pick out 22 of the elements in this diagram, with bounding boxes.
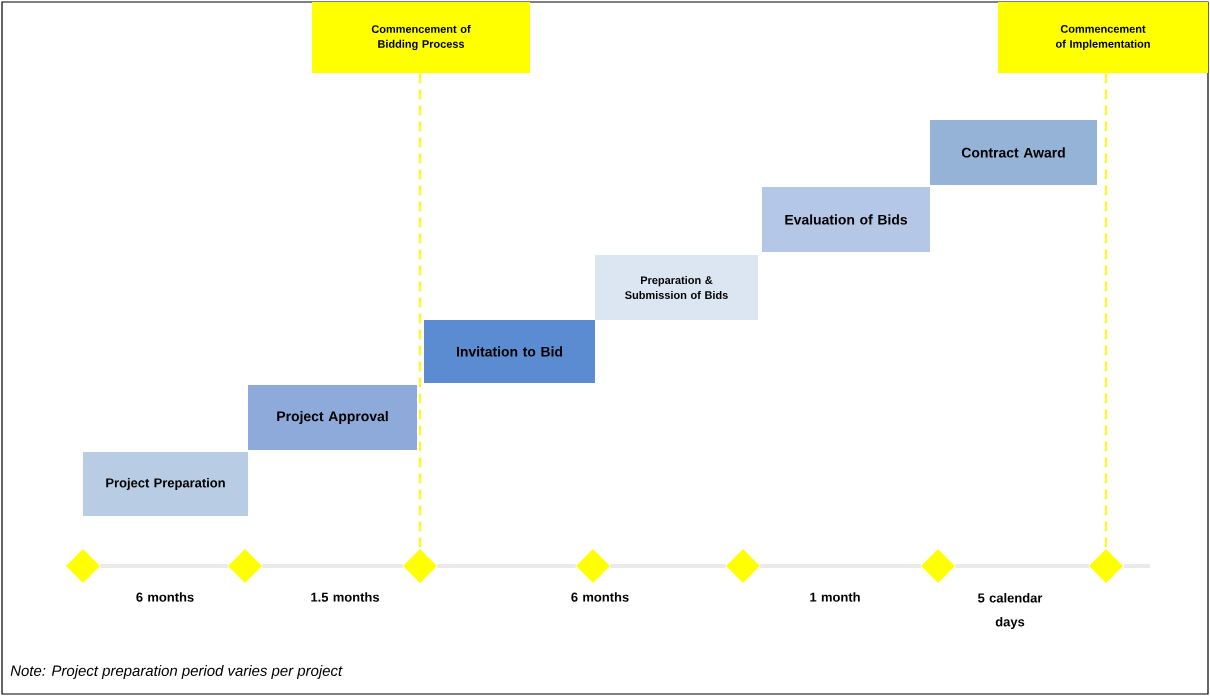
dashed-line bbox=[419, 72, 421, 550]
timeline-diamond bbox=[228, 549, 262, 583]
step-box: Invitation to Bid bbox=[424, 320, 595, 383]
timeline-diamond bbox=[66, 549, 100, 583]
step-box: Project Preparation bbox=[83, 452, 248, 516]
step-box: Project Approval bbox=[248, 385, 417, 450]
step-box: Preparation & Submission of Bids bbox=[595, 255, 758, 320]
dashed-line bbox=[1105, 72, 1107, 550]
step-box: Contract Award bbox=[930, 120, 1097, 185]
timeline-diamond bbox=[921, 549, 955, 583]
step-box: Evaluation of Bids bbox=[762, 187, 930, 252]
note-text: Note: Project preparation period varies per project bbox=[10, 665, 343, 679]
milestone-box: Commencement of Bidding Process bbox=[312, 2, 530, 73]
timeline-diamond bbox=[576, 549, 610, 583]
timeline-diamond bbox=[1089, 549, 1123, 583]
duration-label: 1 month bbox=[810, 592, 860, 602]
timeline-diamond bbox=[403, 549, 437, 583]
milestone-box: Commencement of Implementation bbox=[998, 2, 1208, 73]
duration-label: 6 months bbox=[136, 592, 194, 602]
timeline-diamond bbox=[726, 549, 760, 583]
duration-label: 1.5 months bbox=[311, 592, 379, 602]
duration-label: 5 calendar days bbox=[978, 593, 1043, 629]
